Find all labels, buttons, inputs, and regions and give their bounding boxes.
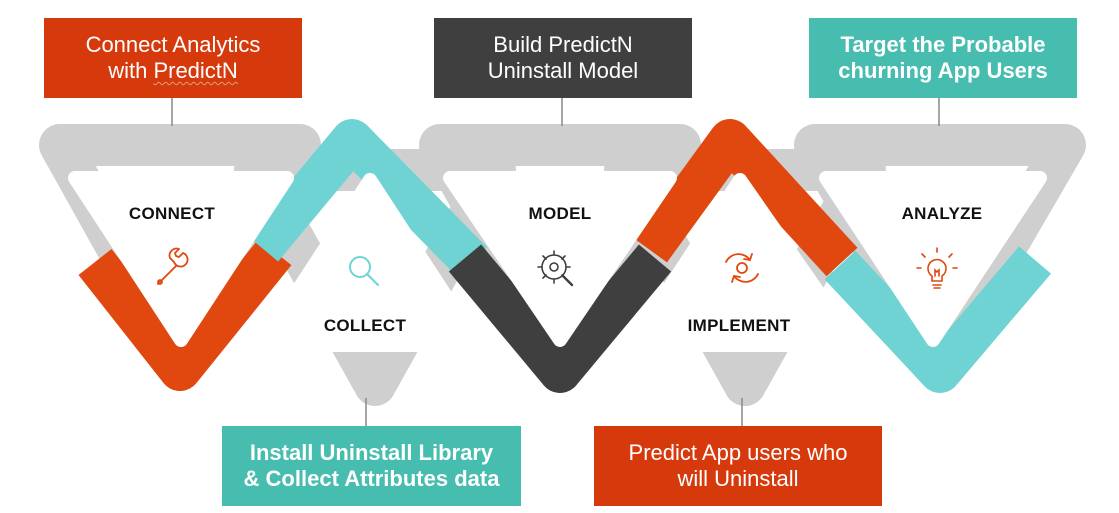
- orange-segment-connect: [78, 238, 292, 391]
- connector-lines: [171, 98, 940, 426]
- connect-description-box: Connect Analytics with PredictN: [44, 18, 302, 98]
- collect-description-box: Install Uninstall Library & Collect Attr…: [222, 426, 521, 506]
- step-label-connect: CONNECT: [128, 204, 216, 223]
- step-label-collect: COLLECT: [323, 316, 407, 335]
- connect-box-line2-word: PredictN: [153, 58, 238, 83]
- model-box-line1: Build PredictN: [493, 32, 633, 57]
- lightbulb-icon: [916, 247, 958, 289]
- model-box-line2: Uninstall Model: [487, 58, 639, 83]
- analyze-box-line2: churning App Users: [838, 58, 1048, 83]
- connect-box-line2-prefix: with: [108, 58, 154, 83]
- step-label-model: MODEL: [528, 204, 592, 223]
- teal-segment-collect: [245, 119, 487, 277]
- panel-connect: [68, 171, 294, 347]
- connect-box-line1: Connect Analytics: [85, 32, 261, 57]
- panel-model: [443, 171, 677, 347]
- implement-description-box: Predict App users who will Uninstall: [594, 426, 882, 506]
- step-label-implement: IMPLEMENT: [687, 316, 791, 335]
- dark-segment-model: [448, 244, 672, 393]
- connect-box-line2: with PredictN: [86, 58, 261, 84]
- step-label-analyze: ANALYZE: [901, 204, 983, 223]
- collect-box-line1: Install Uninstall Library: [249, 440, 494, 465]
- implement-box-line2: will Uninstall: [677, 466, 799, 491]
- magnifier-icon: [349, 256, 379, 286]
- collect-box-line2: & Collect Attributes data: [243, 466, 500, 491]
- implement-box-line1: Predict App users who: [628, 440, 848, 465]
- analyze-description-box: Target the Probable churning App Users: [809, 18, 1077, 98]
- teal-segment-analyze: [824, 246, 1052, 393]
- gear-search-icon: [537, 250, 574, 287]
- refresh-cycle-icon: [725, 253, 759, 283]
- model-description-box: Build PredictN Uninstall Model: [434, 18, 692, 98]
- panel-analyze: [819, 171, 1047, 347]
- analyze-box-line1: Target the Probable: [840, 32, 1046, 57]
- wrench-icon: [157, 247, 189, 285]
- orange-segment-implement: [633, 119, 858, 277]
